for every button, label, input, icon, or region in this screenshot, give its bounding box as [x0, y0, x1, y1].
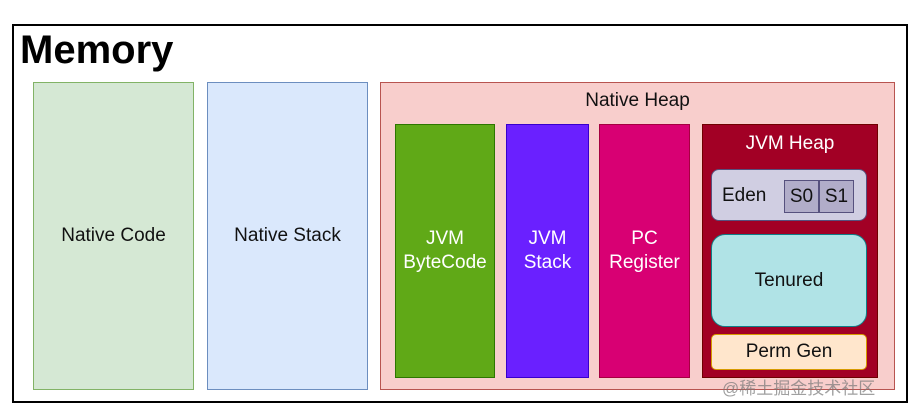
- survivor-s1-block: S1: [819, 180, 854, 213]
- pc-register-label: PC Register: [609, 228, 680, 273]
- jvm-heap-label: JVM Heap: [745, 133, 835, 154]
- jvm-bytecode-block: JVM ByteCode: [395, 124, 495, 378]
- native-stack-label: Native Stack: [234, 225, 341, 246]
- perm-gen-block: Perm Gen: [711, 334, 867, 370]
- native-code-block: Native Code: [33, 82, 194, 390]
- native-code-label: Native Code: [61, 225, 166, 246]
- jvm-bytecode-label: JVM ByteCode: [403, 228, 487, 273]
- pc-register-block: PC Register: [599, 124, 690, 378]
- s0-label: S0: [789, 185, 814, 207]
- jvm-stack-block: JVM Stack: [506, 124, 589, 378]
- tenured-label: Tenured: [754, 269, 824, 291]
- jvm-stack-label: JVM Stack: [523, 228, 572, 273]
- diagram-title: Memory: [20, 28, 174, 72]
- native-heap-label: Native Heap: [585, 90, 690, 111]
- native-stack-block: Native Stack: [207, 82, 368, 390]
- survivor-s0-block: S0: [784, 180, 819, 213]
- eden-label: Eden: [722, 185, 767, 206]
- s1-label: S1: [824, 185, 849, 207]
- perm-gen-label: Perm Gen: [745, 341, 833, 362]
- tenured-block: Tenured: [711, 234, 867, 327]
- watermark: @稀土掘金技术社区: [722, 379, 876, 398]
